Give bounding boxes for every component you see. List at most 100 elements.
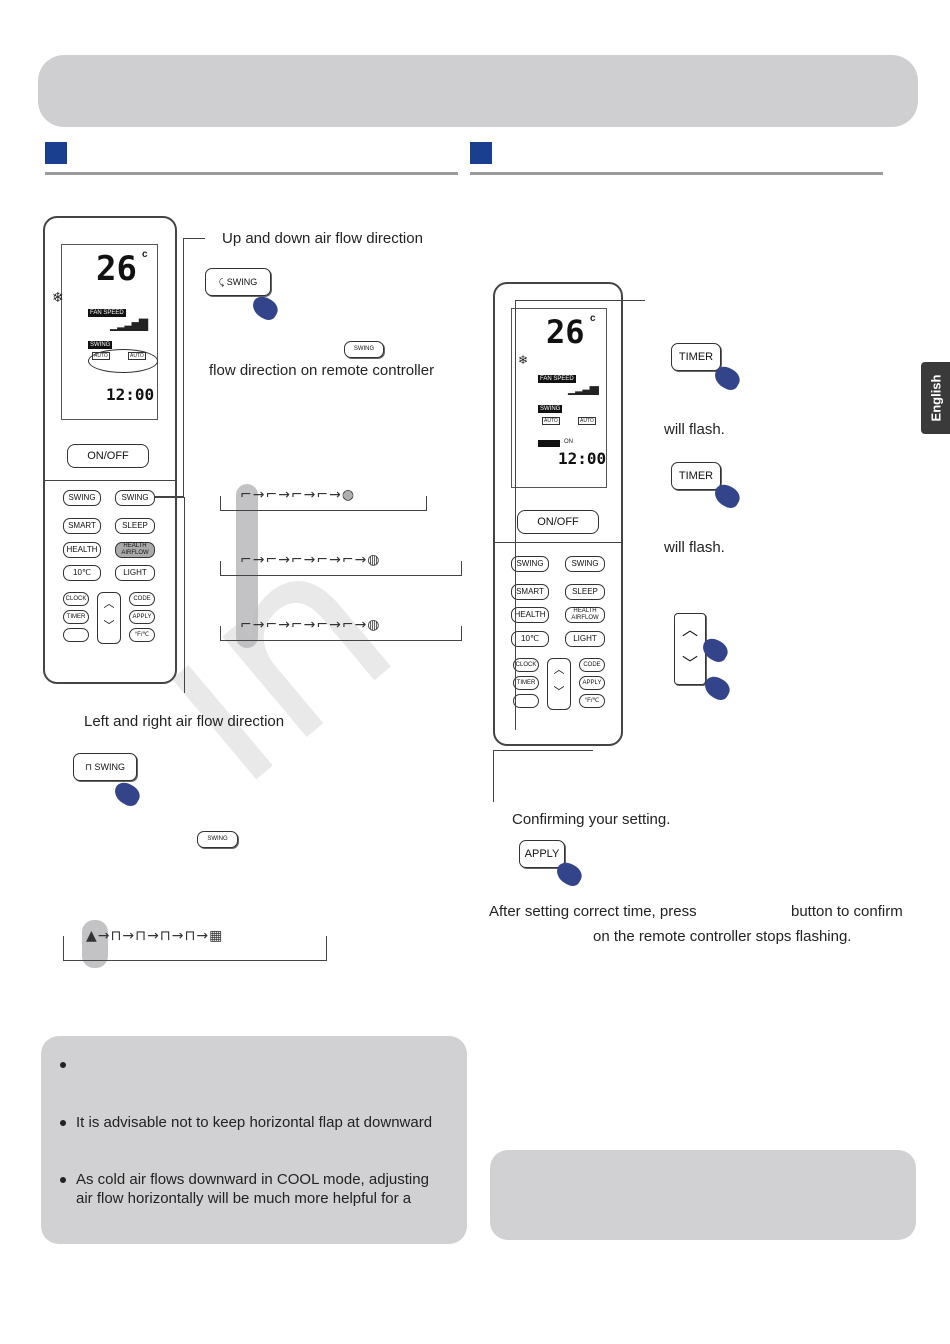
left-section-rule [45, 172, 458, 175]
lcd-on: ON [564, 439, 573, 445]
header-bar [38, 55, 918, 127]
timer-button[interactable]: TIMER [513, 676, 539, 690]
right-section-rule [470, 172, 883, 175]
updown-sequence-1: ⌐→⌐→⌐→⌐→◍ [240, 487, 356, 503]
sequence-frame [220, 561, 462, 576]
light-button[interactable]: LIGHT [565, 631, 605, 647]
code-button[interactable]: CODE [579, 658, 605, 672]
up-down-rocker[interactable]: ︿﹀ [97, 592, 121, 644]
f-c-button[interactable]: °F/℃ [129, 628, 155, 642]
will-flash-2: will flash. [664, 539, 725, 556]
note-bullet-1 [60, 1056, 76, 1073]
callout-line [155, 496, 184, 497]
sleep-button[interactable]: SLEEP [115, 518, 155, 534]
ten-c-button[interactable]: 10℃ [511, 631, 549, 647]
onoff-button[interactable]: ON/OFF [517, 510, 599, 534]
callout-line [183, 238, 205, 239]
up-down-key-illustration: ︿﹀ [674, 613, 706, 685]
smart-button[interactable]: SMART [511, 584, 549, 600]
lcd-swing: SWING [538, 405, 563, 413]
swing-key-illustration: ⤹ SWING [205, 268, 271, 296]
swing-ud-button[interactable]: SWING [63, 490, 101, 506]
callout-line [183, 238, 184, 496]
swing-lr-button[interactable]: SWING [115, 490, 155, 506]
lcd-fan-speed: FAN SPEED [538, 375, 576, 383]
confirm-title: Confirming your setting. [512, 811, 671, 828]
health-airflow-button[interactable]: HEALTH AIRFLOW [565, 607, 605, 623]
notes-box: It is advisable not to keep horizontal f… [41, 1036, 467, 1244]
small-swing-key: SWING [344, 341, 384, 358]
apply-button[interactable]: APPLY [579, 676, 605, 690]
remote-fold-line [45, 480, 175, 481]
right-note-box [490, 1150, 916, 1240]
swing-ud-button[interactable]: SWING [511, 556, 549, 572]
lcd-swing-ellipse [88, 349, 158, 373]
callout-line [184, 497, 185, 693]
pointing-hand-icon [110, 778, 144, 810]
sequence-frame [63, 936, 327, 961]
lcd-temperature: 26 [546, 313, 585, 351]
snowflake-icon: ❄ [52, 289, 64, 305]
health-button[interactable]: HEALTH [511, 607, 549, 623]
updown-title: Up and down air flow direction [222, 230, 423, 247]
lock-button[interactable] [513, 694, 539, 708]
apply-button[interactable]: APPLY [129, 610, 155, 624]
swing-lr-button[interactable]: SWING [565, 556, 605, 572]
after-setting-line1a: After setting correct time, press [489, 903, 697, 920]
after-setting-line2: on the remote controller stops flashing. [593, 928, 852, 945]
fan-speed-bars-icon: ▁▂▃▅ [568, 381, 599, 395]
bullet-dot [60, 1177, 66, 1184]
note-bullet-3: As cold air flows downward in COOL mode,… [60, 1171, 429, 1188]
lcd-swing-auto-left: AUTO [542, 417, 560, 425]
flow-direction-text: flow direction on remote controller [209, 362, 435, 379]
light-button[interactable]: LIGHT [115, 565, 155, 581]
ten-c-button[interactable]: 10℃ [63, 565, 101, 581]
clock-button[interactable]: CLOCK [63, 592, 89, 606]
f-c-button[interactable]: °F/℃ [579, 694, 605, 708]
left-section-marker [45, 142, 67, 164]
code-button[interactable]: CODE [129, 592, 155, 606]
right-remote: 26 c ❄ FAN SPEED ▁▂▃▅ SWING AUTO AUTO ON… [493, 282, 623, 746]
lcd-unit: c [590, 313, 596, 324]
left-remote-lcd: 26 c ❄ FAN SPEED ▁▂▃▅▇ SWING AUTO AUTO 1… [52, 244, 158, 420]
lock-button[interactable] [63, 628, 89, 642]
fan-speed-bars-icon: ▁▂▃▅▇ [110, 317, 148, 331]
pointing-hand-icon [248, 292, 282, 324]
callout-line [515, 300, 645, 301]
note-bullet-2: It is advisable not to keep horizontal f… [60, 1114, 432, 1131]
up-down-rocker[interactable]: ︿﹀ [547, 658, 571, 710]
timer-button[interactable]: TIMER [63, 610, 89, 624]
small-swing-lr-key: SWING [197, 831, 238, 848]
language-tab[interactable]: English [921, 362, 950, 434]
leftright-title: Left and right air flow direction [84, 713, 285, 730]
smart-button[interactable]: SMART [63, 518, 101, 534]
updown-sequence-2: ⌐→⌐→⌐→⌐→⌐→◍ [240, 552, 381, 568]
clock-button[interactable]: CLOCK [513, 658, 539, 672]
health-airflow-button[interactable]: HEALTH AIRFLOW [115, 542, 155, 558]
lcd-time: 12:00 [558, 449, 607, 468]
callout-line [493, 750, 593, 751]
callout-line [155, 497, 185, 498]
bullet-dot [60, 1062, 66, 1069]
snowflake-icon: ❄ [518, 353, 529, 367]
updown-sequence-3: ⌐→⌐→⌐→⌐→⌐→◍ [240, 617, 381, 633]
sequence-frame [220, 626, 462, 641]
apply-key-illustration: APPLY [519, 840, 565, 868]
onoff-button[interactable]: ON/OFF [67, 444, 149, 468]
sequence-frame [220, 496, 427, 511]
leftright-sequence: ▲→⊓→⊓→⊓→⊓→▦ [86, 928, 224, 944]
timer-key-illustration: TIMER [671, 462, 721, 490]
health-button[interactable]: HEALTH [63, 542, 101, 558]
will-flash-1: will flash. [664, 421, 725, 438]
sequence-highlight [236, 484, 258, 648]
lcd-temperature: 26 [96, 249, 137, 289]
timer-key-illustration: TIMER [671, 343, 721, 371]
after-setting-line1b: button to confirm [791, 903, 903, 920]
swing-lr-key-illustration: ⊓ SWING [73, 753, 137, 781]
sleep-button[interactable]: SLEEP [565, 584, 605, 600]
lcd-fan-speed: FAN SPEED [88, 309, 126, 317]
note-bullet-3-line2: air flow horizontally will be much more … [76, 1190, 412, 1207]
lcd-time: 12:00 [106, 385, 155, 404]
lcd-on-bar [538, 440, 560, 447]
bullet-dot [60, 1120, 66, 1127]
